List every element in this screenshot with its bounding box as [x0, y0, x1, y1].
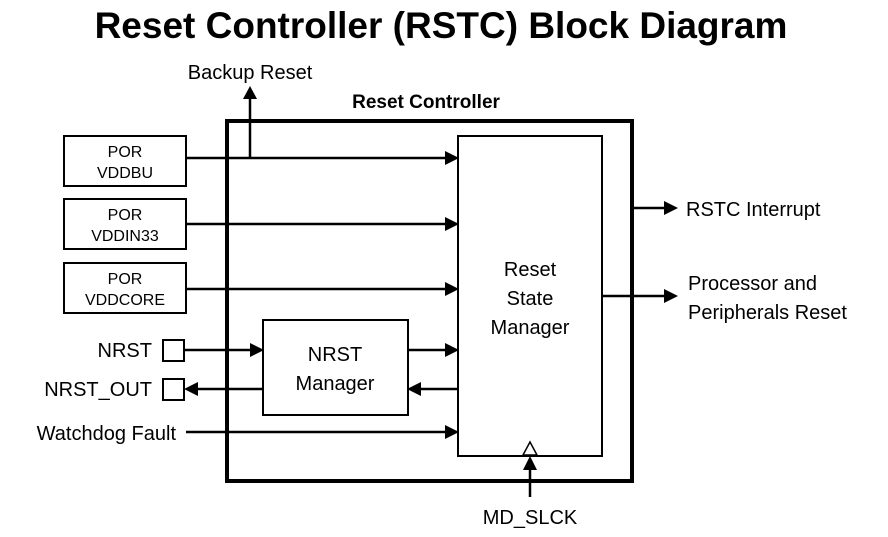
rstc-interrupt-arrowhead [664, 201, 678, 215]
por-vddbu-block: POR VDDBU [63, 135, 187, 187]
md-slck-label: MD_SLCK [483, 507, 578, 529]
nrst-manager-line1: NRST [308, 344, 362, 366]
state-to-nrst-arrowhead [407, 382, 421, 396]
por-vddin33-line1: POR [108, 207, 143, 224]
watchdog-fault-label: Watchdog Fault [37, 423, 177, 445]
state-manager-line2: State [507, 288, 554, 310]
clock-input-triangle [521, 440, 539, 456]
por-vddbu-line2: VDDBU [97, 165, 153, 182]
por-vddbu-arrowhead [445, 151, 459, 165]
por-vddin33-arrowhead [445, 217, 459, 231]
por-vddin33-line2: VDDIN33 [91, 228, 159, 245]
por-vddcore-block: POR VDDCORE [63, 262, 187, 314]
reset-state-manager-block: Reset State Manager [457, 135, 603, 457]
processor-reset-label-line1: Processor and [688, 273, 817, 295]
reset-controller-box [225, 119, 634, 483]
state-manager-line3: Manager [491, 317, 570, 339]
nrst-to-state-arrowhead [445, 343, 459, 357]
diagram-title: Reset Controller (RSTC) Block Diagram [95, 5, 788, 46]
por-vddin33-block: POR VDDIN33 [63, 198, 187, 250]
processor-reset-arrowhead [664, 289, 678, 303]
nrst-out-arrowhead [184, 382, 198, 396]
nrst-manager-line2: Manager [296, 373, 375, 395]
nrst-pin-pad [162, 339, 185, 362]
nrst-manager-block: NRST Manager [262, 319, 409, 416]
por-vddbu-box [63, 135, 187, 187]
por-vddcore-arrowhead [445, 282, 459, 296]
por-vddcore-line1: POR [108, 271, 143, 288]
reset-controller-label: Reset Controller [352, 92, 500, 113]
rstc-interrupt-label: RSTC Interrupt [686, 199, 821, 221]
por-vddbu-line1: POR [108, 144, 143, 161]
nrst-manager-box [262, 319, 409, 416]
nrst-pin-label: NRST [98, 340, 152, 362]
backup-reset-arrowhead [243, 86, 257, 99]
backup-reset-label: Backup Reset [188, 62, 313, 84]
state-manager-line1: Reset [504, 259, 557, 281]
nrst-out-pin-label: NRST_OUT [44, 379, 152, 401]
nrst-arrowhead [250, 343, 264, 357]
processor-reset-label-line2: Peripherals Reset [688, 302, 847, 324]
por-vddcore-line2: VDDCORE [85, 292, 165, 309]
watchdog-fault-arrowhead [445, 425, 459, 439]
nrst-out-pin-pad [162, 378, 185, 401]
md-slck-arrowhead [523, 456, 537, 470]
